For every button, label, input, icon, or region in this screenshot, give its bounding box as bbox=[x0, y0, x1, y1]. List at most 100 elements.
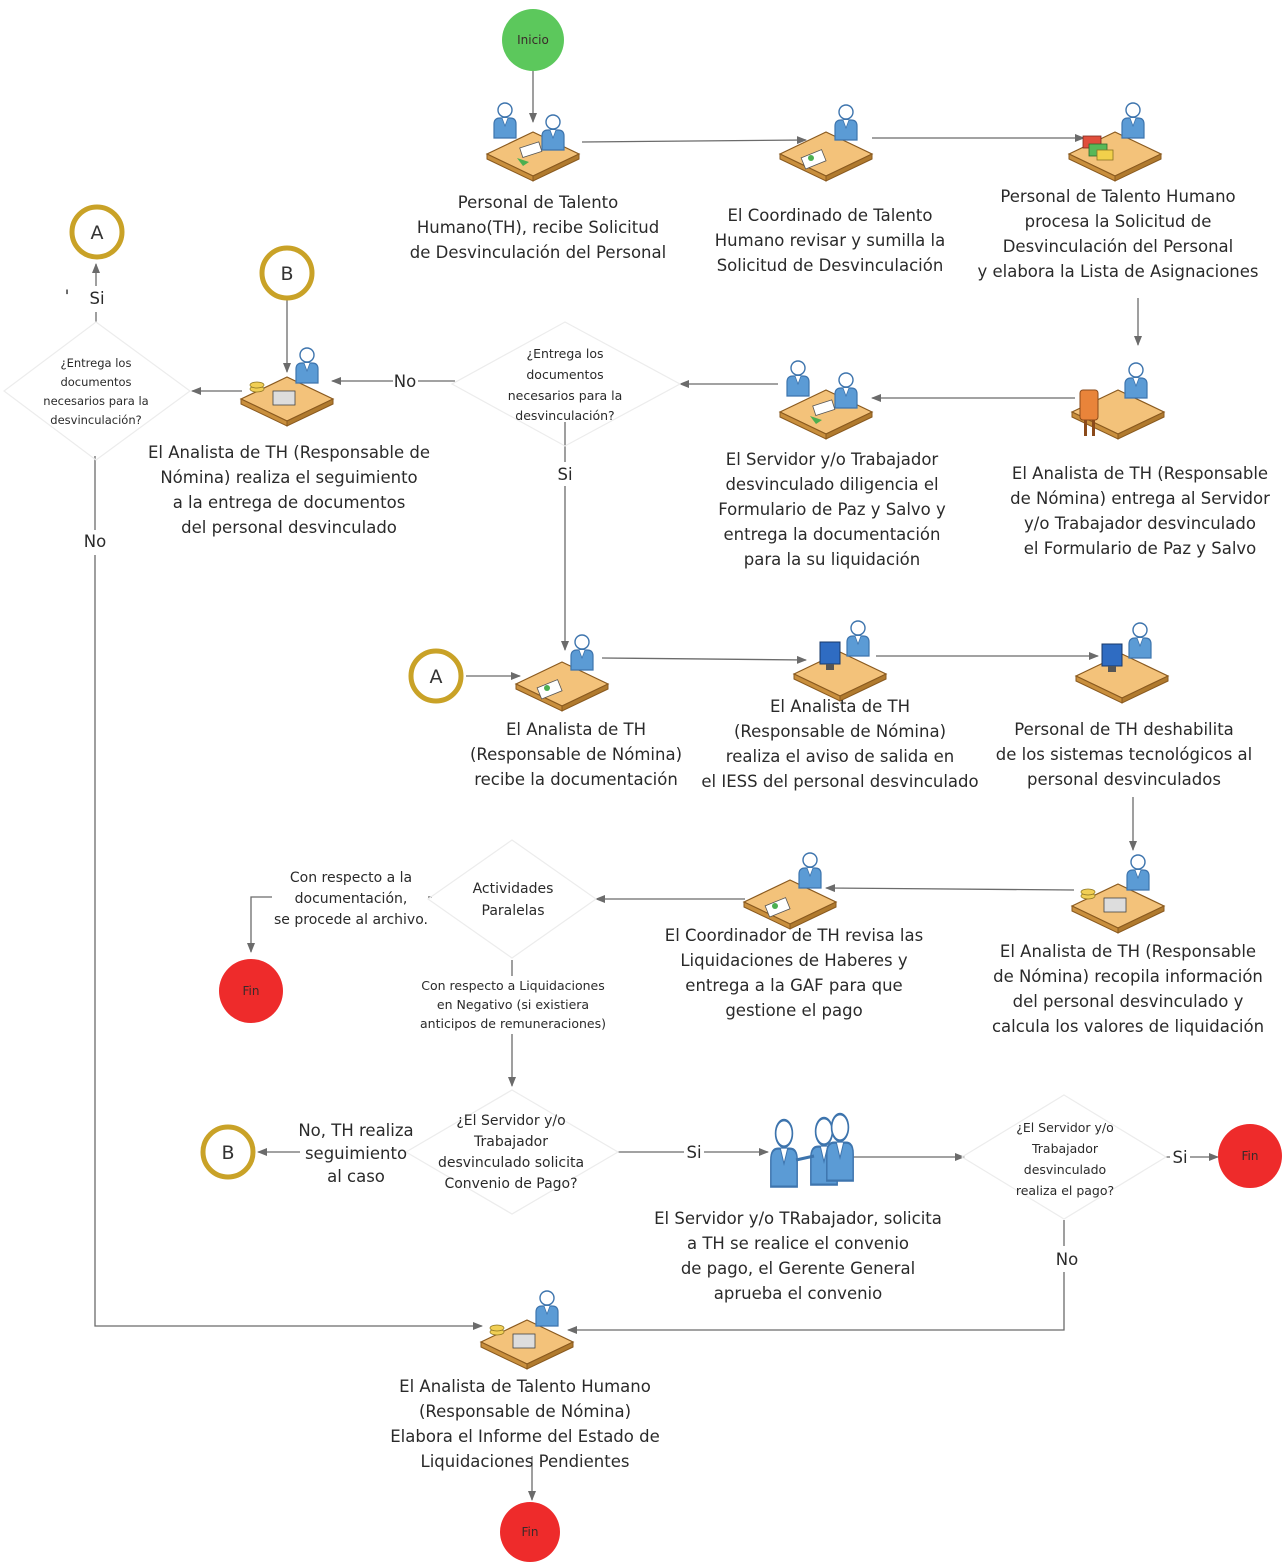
svg-text:Desvinculación del Personal: Desvinculación del Personal bbox=[1003, 237, 1234, 256]
svg-text:El Analista de Talento Humano: El Analista de Talento Humano bbox=[399, 1377, 651, 1396]
svg-text:(Responsable de Nómina): (Responsable de Nómina) bbox=[734, 722, 946, 741]
svg-text:de Nómina) recopila informació: de Nómina) recopila información bbox=[993, 967, 1263, 986]
decision-payment-agreement: ¿El Servidor y/o Trabajador desvinculado… bbox=[438, 1113, 584, 1192]
svg-text:Trabajador: Trabajador bbox=[473, 1134, 548, 1150]
svg-text:documentos: documentos bbox=[60, 375, 131, 389]
svg-text:Con respecto a Liquidaciones: Con respecto a Liquidaciones bbox=[421, 978, 604, 993]
svg-text:El Analista de TH: El Analista de TH bbox=[506, 720, 646, 739]
svg-text:documentos: documentos bbox=[526, 367, 603, 382]
svg-text:a TH se realice el convenio: a TH se realice el convenio bbox=[687, 1234, 909, 1253]
connector-a-mid: A bbox=[408, 648, 464, 704]
annotation-archive: Con respecto a la documentación, se proc… bbox=[274, 870, 428, 928]
icon-compute-values bbox=[1072, 855, 1164, 933]
svg-text:del personal desvinculado y: del personal desvinculado y bbox=[1013, 992, 1244, 1011]
end-terminal-report: Fin bbox=[500, 1502, 560, 1562]
svg-text:Solicitud de Desvinculación: Solicitud de Desvinculación bbox=[717, 256, 944, 275]
svg-text:de los sistemas tecnológicos a: de los sistemas tecnológicos al bbox=[996, 745, 1253, 764]
icon-receive-docs bbox=[516, 635, 608, 711]
icon-process-request bbox=[1069, 103, 1161, 181]
annotation-negative: Con respecto a Liquidaciones en Negativo… bbox=[420, 978, 606, 1031]
svg-text:Formulario de Paz y Salvo y: Formulario de Paz y Salvo y bbox=[718, 500, 946, 519]
svg-text:Con respecto a la: Con respecto a la bbox=[290, 870, 412, 886]
step-receive-request: Personal de Talento Humano(TH), recibe S… bbox=[410, 193, 666, 262]
svg-text:entrega la documentación: entrega la documentación bbox=[724, 525, 941, 544]
svg-text:a la entrega de documentos: a la entrega de documentos bbox=[173, 493, 406, 512]
svg-text:¿El Servidor y/o: ¿El Servidor y/o bbox=[1016, 1120, 1114, 1135]
icon-fill-form bbox=[780, 361, 872, 439]
svg-text:Humano revisar y sumilla la: Humano revisar y sumilla la bbox=[715, 231, 945, 250]
decision-shapes bbox=[3, 321, 1168, 1220]
svg-text:el IESS del personal desvincul: el IESS del personal desvinculado bbox=[701, 772, 978, 791]
svg-text:Fin: Fin bbox=[522, 1525, 539, 1539]
svg-text:desvinculado solicita: desvinculado solicita bbox=[438, 1155, 584, 1171]
icon-coordinator-review bbox=[780, 105, 872, 181]
icon-final-report bbox=[481, 1291, 573, 1369]
icon-payment-agreement bbox=[771, 1114, 853, 1187]
svg-text:en Negativo (si existiera: en Negativo (si existiera bbox=[437, 997, 589, 1012]
svg-text:desvinculación?: desvinculación? bbox=[50, 413, 141, 427]
decision-docs-delivered-left: ¿Entrega los documentos necesarios para … bbox=[43, 356, 148, 427]
connector-b-top: B bbox=[259, 245, 315, 301]
svg-text:¿El Servidor y/o: ¿El Servidor y/o bbox=[456, 1113, 565, 1129]
svg-text:¿Entrega los: ¿Entrega los bbox=[526, 346, 603, 361]
svg-text:Personal de Talento: Personal de Talento bbox=[458, 193, 618, 212]
icon-iess-notice bbox=[794, 621, 886, 701]
svg-text:Personal de Talento Humano: Personal de Talento Humano bbox=[1000, 187, 1235, 206]
step-coordinator-review: El Coordinado de Talento Humano revisar … bbox=[715, 206, 945, 275]
edge-label-tick: ' bbox=[65, 287, 70, 306]
svg-text:Elabora el Informe del Estado: Elabora el Informe del Estado de bbox=[390, 1427, 660, 1446]
svg-text:y elabora la Lista de Asignaci: y elabora la Lista de Asignaciones bbox=[977, 262, 1258, 281]
svg-text:documentación,: documentación, bbox=[295, 891, 408, 907]
svg-text:El Analista de TH: El Analista de TH bbox=[770, 697, 910, 716]
step-receive-docs: El Analista de TH (Responsable de Nómina… bbox=[470, 720, 682, 789]
svg-text:B: B bbox=[280, 263, 293, 285]
svg-text:anticipos de remuneraciones): anticipos de remuneraciones) bbox=[420, 1016, 606, 1031]
svg-text:del personal desvinculado: del personal desvinculado bbox=[181, 518, 397, 537]
svg-text:al caso: al caso bbox=[327, 1167, 385, 1186]
svg-text:Fin: Fin bbox=[243, 984, 260, 998]
svg-text:El Analista de TH (Responsable: El Analista de TH (Responsable bbox=[1000, 942, 1256, 961]
decision-parallel: Actividades Paralelas bbox=[473, 881, 554, 919]
svg-text:el Formulario de Paz y Salvo: el Formulario de Paz y Salvo bbox=[1024, 539, 1257, 558]
svg-text:se procede al archivo.: se procede al archivo. bbox=[274, 912, 428, 928]
svg-text:realiza el pago?: realiza el pago? bbox=[1016, 1183, 1114, 1198]
edge-label-si-left: Si bbox=[89, 289, 104, 308]
svg-text:de pago, el Gerente General: de pago, el Gerente General bbox=[681, 1259, 915, 1278]
step-follow-up: El Analista de TH (Responsable de Nómina… bbox=[148, 443, 430, 537]
connector-b-bottom: B bbox=[200, 1124, 256, 1180]
edge-label-si-agreement: Si bbox=[686, 1143, 701, 1162]
connector-a-top: A bbox=[69, 204, 125, 260]
end-terminal-archive: Fin bbox=[219, 959, 283, 1023]
svg-text:desvinculado: desvinculado bbox=[1024, 1162, 1106, 1177]
svg-text:Trabajador: Trabajador bbox=[1031, 1141, 1099, 1156]
svg-text:desvinculado diligencia el: desvinculado diligencia el bbox=[725, 475, 938, 494]
svg-text:(Responsable de Nómina): (Responsable de Nómina) bbox=[419, 1402, 631, 1421]
svg-text:recibe la documentación: recibe la documentación bbox=[474, 770, 678, 789]
svg-text:Liquidaciones Pendientes: Liquidaciones Pendientes bbox=[421, 1452, 630, 1471]
svg-text:B: B bbox=[221, 1142, 234, 1164]
svg-text:de Desvinculación del Personal: de Desvinculación del Personal bbox=[410, 243, 666, 262]
svg-text:El Analista de TH (Responsable: El Analista de TH (Responsable de bbox=[148, 443, 430, 462]
svg-text:personal desvinculados: personal desvinculados bbox=[1027, 770, 1221, 789]
svg-text:El Servidor y/o TRabajador, so: El Servidor y/o TRabajador, solicita bbox=[654, 1209, 942, 1228]
svg-text:El Analista de TH (Responsable: El Analista de TH (Responsable bbox=[1012, 464, 1268, 483]
decision-docs-delivered-mid: ¿Entrega los documentos necesarios para … bbox=[508, 346, 623, 423]
svg-text:Fin: Fin bbox=[1242, 1149, 1259, 1163]
decision-payment-done: ¿El Servidor y/o Trabajador desvinculado… bbox=[1016, 1120, 1114, 1198]
svg-text:desvinculación?: desvinculación? bbox=[515, 408, 614, 423]
svg-text:Paralelas: Paralelas bbox=[482, 903, 545, 919]
svg-text:¿Entrega los: ¿Entrega los bbox=[61, 356, 132, 370]
svg-text:No, TH realiza: No, TH realiza bbox=[298, 1121, 413, 1140]
step-fill-form: El Servidor y/o Trabajador desvinculado … bbox=[718, 450, 946, 569]
svg-text:Inicio: Inicio bbox=[517, 33, 549, 47]
svg-text:A: A bbox=[91, 222, 104, 244]
svg-text:entrega a la GAF para que: entrega a la GAF para que bbox=[685, 976, 902, 995]
svg-text:Humano(TH), recibe Solicitud: Humano(TH), recibe Solicitud bbox=[417, 218, 659, 237]
icon-review-settlements bbox=[744, 853, 836, 929]
annotation-no-followup: No, TH realiza seguimiento al caso bbox=[298, 1121, 413, 1186]
svg-text:calcula los valores de liquida: calcula los valores de liquidación bbox=[992, 1017, 1264, 1036]
svg-text:gestione el pago: gestione el pago bbox=[725, 1001, 862, 1020]
svg-text:para la su liquidación: para la su liquidación bbox=[744, 550, 920, 569]
edge-label-no-payment: No bbox=[1056, 1250, 1078, 1269]
